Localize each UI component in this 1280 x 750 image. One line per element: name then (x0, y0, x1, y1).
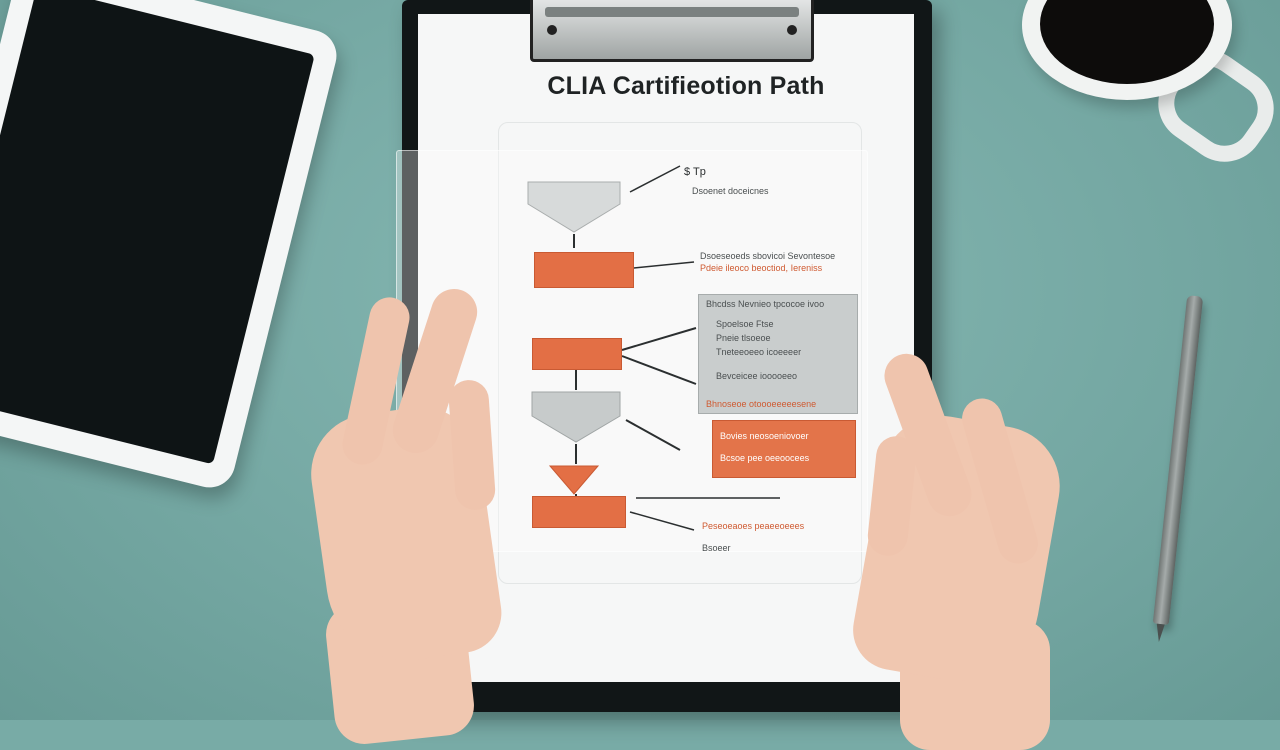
detail-panel (698, 294, 858, 414)
flow-note: Pdeie ileoco beoctiod, Iereniss (700, 263, 823, 273)
arrow-line (621, 327, 697, 351)
arrow-line (621, 355, 697, 385)
decision-shape (527, 181, 621, 233)
flow-note: Dsoenet doceicnes (692, 186, 769, 196)
process-box (532, 338, 622, 370)
panel-row: Tneteeoeeo icoeeeer (716, 347, 802, 357)
panel-row: Bovies neosoeniovoer (720, 431, 809, 441)
panel-heading: Bhcdss Nevnieo tpcocoe ivoo (706, 299, 825, 309)
clip-rivet (787, 25, 797, 35)
flow-note: Bsoeer (702, 543, 731, 553)
decision-shape (531, 391, 621, 443)
panel-row: Pneie tlsoeoe (716, 333, 771, 343)
clipboard-clip (530, 0, 814, 62)
arrow-line (625, 419, 681, 451)
panel-row: Bcsoe pee oeeoocees (720, 453, 810, 463)
clip-rivet (547, 25, 557, 35)
flowchart (527, 165, 780, 531)
arrow-line (629, 165, 681, 193)
flowchart-frame (498, 122, 862, 584)
highlight-panel (712, 420, 856, 478)
process-box (534, 252, 634, 288)
flow-label: $ Tp (684, 166, 706, 178)
panel-footer: Bhnoseoe otoooeeeeesene (706, 399, 817, 409)
process-box (532, 496, 626, 528)
panel-row: Spoelsoe Ftse (716, 319, 774, 329)
document-title: CLIA Cartifieotion Path (547, 72, 825, 100)
panel-row: Bevceicee iooooeeo (716, 371, 798, 381)
flow-note: Dsoeseoeds sbovicoi Sevontesoe (700, 251, 836, 261)
arrow-line (629, 511, 695, 531)
clip-bar (545, 7, 799, 17)
start-triangle (548, 465, 600, 495)
flow-note: Peseoeaoes peaeeoeees (702, 521, 805, 531)
arrow-line (633, 261, 695, 269)
